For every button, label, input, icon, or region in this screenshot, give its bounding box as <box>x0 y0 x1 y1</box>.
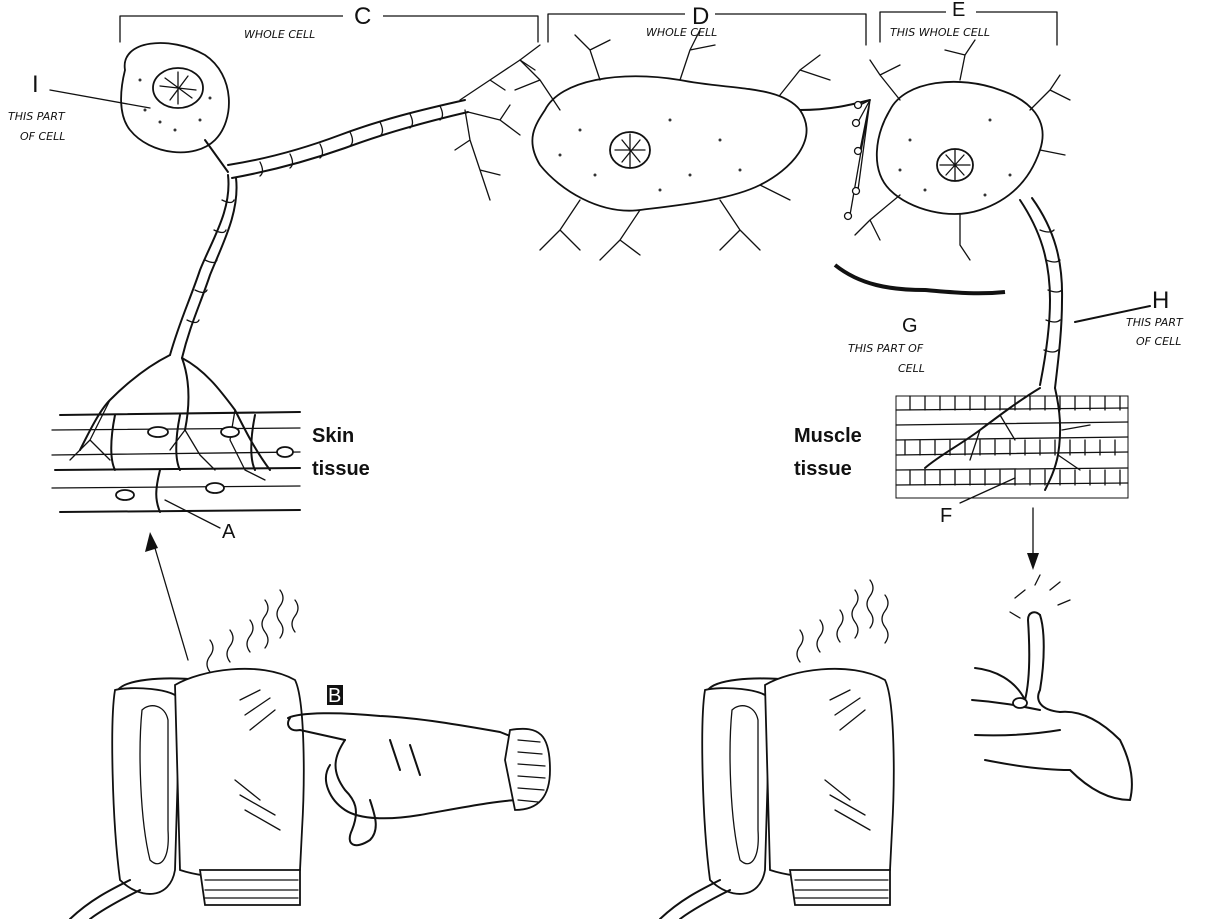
label-i-note-1: THIS PART <box>8 110 66 123</box>
arrow-up <box>145 532 188 660</box>
muscle-tissue <box>896 388 1128 498</box>
muscle-tissue-label-1: Muscle <box>794 425 862 447</box>
skin-tissue-label-1: Skin <box>312 425 354 447</box>
interneuron <box>515 30 870 260</box>
skin-tissue <box>52 412 300 512</box>
iron-right <box>660 580 894 919</box>
label-e-note: THIS WHOLE CELL <box>890 26 990 39</box>
iron-left <box>70 590 304 919</box>
muscle-tissue-label-2: tissue <box>794 458 852 480</box>
skin-tissue-label-2: tissue <box>312 458 370 480</box>
label-b: B <box>328 685 341 707</box>
label-i-note-2: OF CELL <box>20 130 65 143</box>
hand-left <box>288 713 550 845</box>
label-d-note: WHOLE CELL <box>646 26 717 39</box>
label-c: C <box>354 3 371 30</box>
bracket-c <box>120 16 538 42</box>
label-a: A <box>222 521 236 543</box>
motor-neuron <box>845 40 1071 388</box>
label-g-pointer <box>835 265 1005 293</box>
label-h-note-2: OF CELL <box>1136 335 1181 348</box>
hand-right <box>972 575 1132 800</box>
label-f: F <box>940 505 952 527</box>
label-c-note: WHOLE CELL <box>244 28 315 41</box>
label-h: H <box>1152 287 1169 314</box>
label-h-note-1: THIS PART <box>1126 316 1184 329</box>
label-g-note-1: THIS PART OF <box>848 342 924 355</box>
arrow-down <box>1027 508 1039 570</box>
label-i: I <box>32 71 39 98</box>
label-e: E <box>952 0 965 21</box>
label-g-note-2: CELL <box>898 362 925 375</box>
label-g: G <box>902 315 918 337</box>
